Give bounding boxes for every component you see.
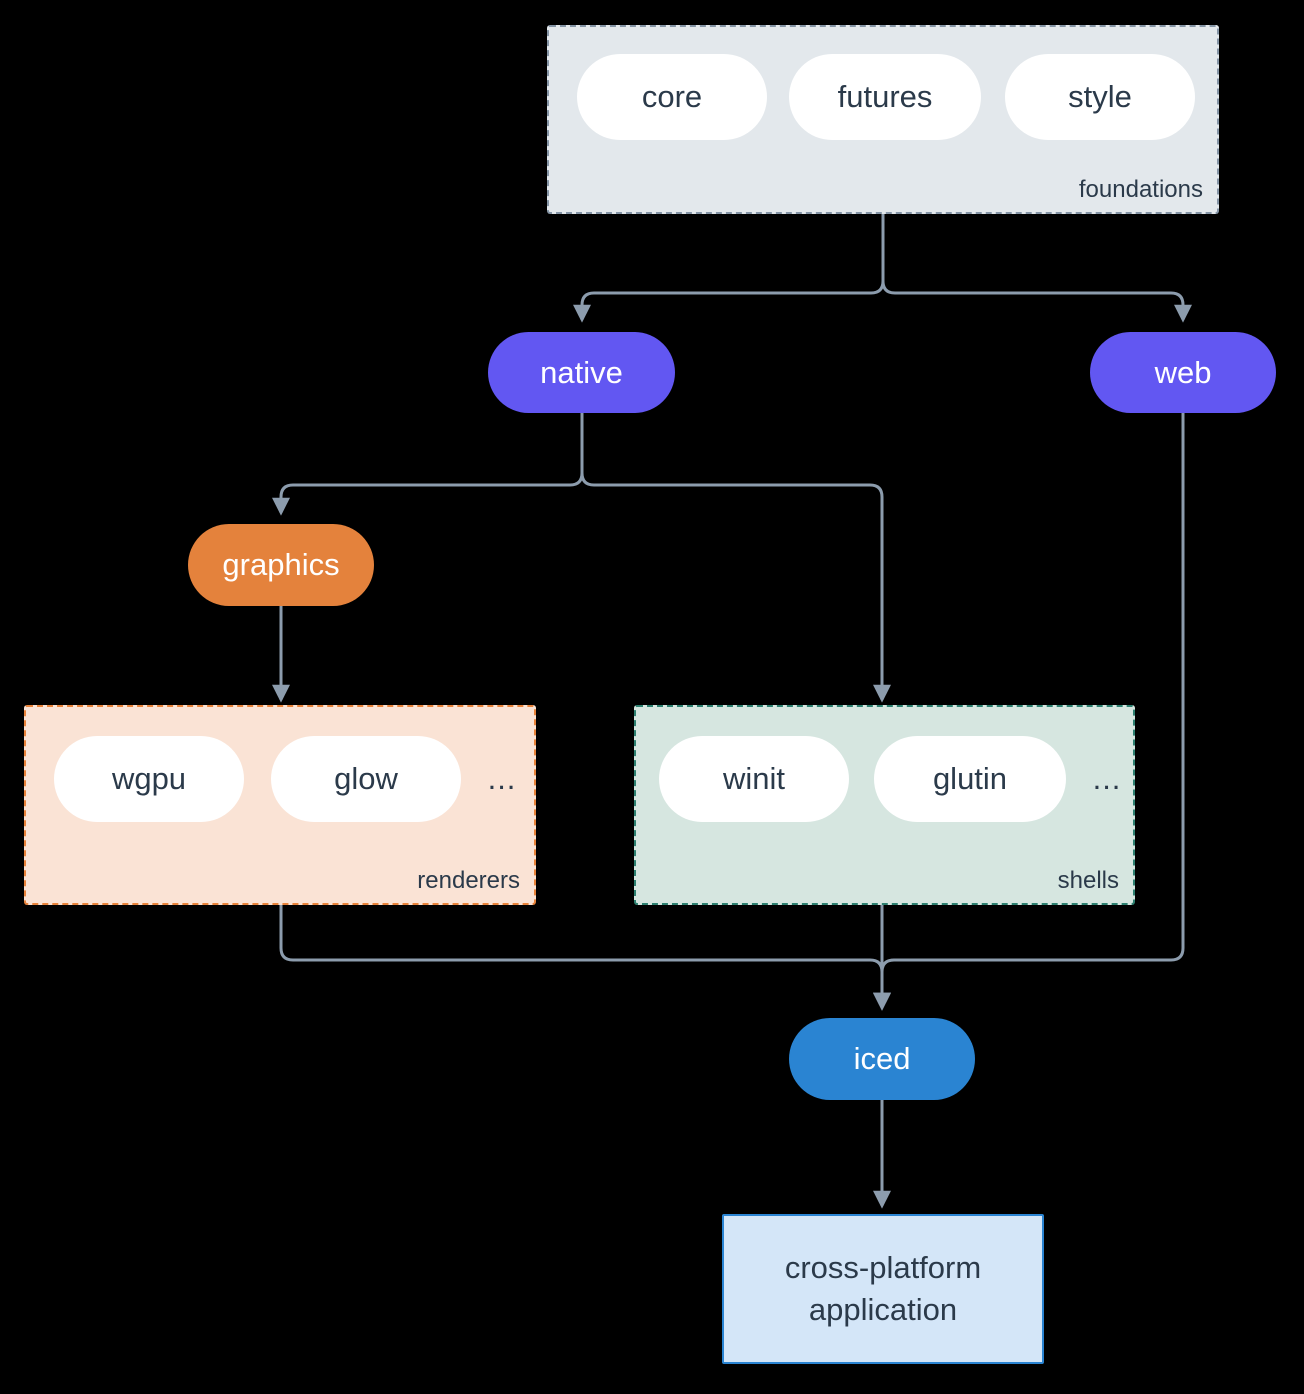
node-web-label: web	[1154, 354, 1212, 390]
subgraph-renderers: wgpu glow ... renderers	[24, 705, 536, 905]
node-style-label: style	[1068, 79, 1132, 114]
node-futures[interactable]: futures	[789, 54, 981, 140]
node-core-label: core	[641, 79, 703, 114]
edge-native-shells	[580, 413, 891, 703]
subgraph-foundations-label: foundations	[1078, 176, 1203, 203]
edge-web-iced	[873, 413, 1185, 1011]
node-application-label-line2: application	[808, 1292, 958, 1327]
subgraph-shells: winit glutin ... shells	[634, 705, 1135, 905]
node-native[interactable]: native	[488, 332, 675, 413]
node-shells-ellipsis: ...	[1092, 761, 1122, 796]
node-core[interactable]: core	[577, 54, 767, 140]
node-wgpu[interactable]: wgpu	[54, 736, 244, 822]
node-graphics[interactable]: graphics	[188, 524, 374, 606]
node-glow-label: glow	[334, 761, 398, 796]
node-application-label-line1: cross-platform	[784, 1250, 982, 1286]
node-glow[interactable]: glow	[271, 736, 461, 822]
node-iced[interactable]: iced	[789, 1018, 975, 1100]
edge-foundations-web	[881, 214, 1192, 323]
subgraph-shells-label: shells	[1057, 867, 1119, 894]
node-graphics-label: graphics	[222, 547, 340, 582]
node-glutin-label: glutin	[932, 761, 1008, 796]
node-iced-label: iced	[853, 1041, 911, 1076]
edge-native-graphics	[272, 413, 584, 516]
edge-renderers-iced	[279, 905, 891, 1011]
edge-foundations-native	[573, 214, 885, 323]
node-wgpu-label: wgpu	[111, 761, 187, 796]
subgraph-renderers-label: renderers	[417, 867, 520, 894]
subgraph-foundations: core futures style foundations	[547, 25, 1219, 214]
node-winit[interactable]: winit	[659, 736, 849, 822]
node-glutin[interactable]: glutin	[874, 736, 1066, 822]
node-application[interactable]: cross-platform application	[722, 1214, 1044, 1364]
node-web[interactable]: web	[1090, 332, 1276, 413]
node-winit-label: winit	[722, 761, 785, 796]
node-renderers-ellipsis: ...	[487, 761, 517, 796]
node-futures-label: futures	[837, 79, 933, 114]
node-style[interactable]: style	[1005, 54, 1195, 140]
node-native-label: native	[540, 354, 623, 390]
